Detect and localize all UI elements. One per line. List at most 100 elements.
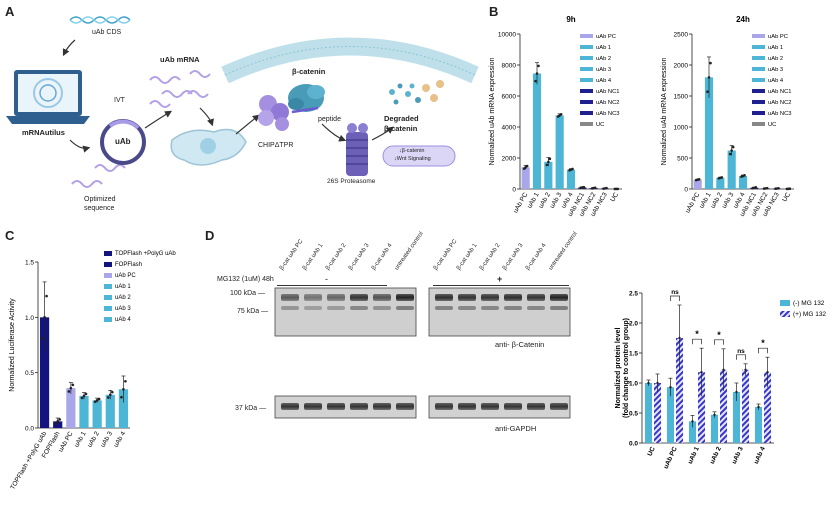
signaling-label-line1: ↓β-catenin: [399, 148, 425, 154]
bar-uab-3-mg-132: [732, 392, 740, 443]
data-point-uab-pc: [71, 383, 75, 387]
y-tick-label: 0.5: [25, 370, 34, 377]
y-tick-label: 1.0: [25, 315, 34, 322]
band-catenin-minus: [327, 294, 345, 301]
data-point-uc: [647, 381, 650, 385]
significance-label-uab-2: *: [717, 330, 721, 340]
data-point-uab-pc: [67, 390, 71, 393]
band-catenin-plus: [435, 294, 453, 301]
data-point-fopflash: [54, 422, 58, 425]
x-tick-label-uab-4: uAb 4: [113, 430, 128, 449]
peptide-label: peptide: [318, 116, 341, 123]
bar-uab-4: [118, 389, 129, 428]
y-axis-label: Normalized protein level(fold change to …: [615, 318, 630, 418]
significance-label-uab-3: ns: [737, 348, 745, 355]
beta-catenin-icon: [288, 84, 325, 112]
legend-swatch-uab-nc3: [580, 111, 593, 115]
significance-bracket-uab-4: [758, 347, 768, 354]
data-point-uc: [656, 381, 659, 385]
data-point-uab-pc: [525, 164, 529, 168]
data-point-topflash-polyg-uab: [43, 316, 46, 319]
data-point-uab-4: [122, 387, 125, 391]
blot-gapdh-plus: [428, 395, 571, 419]
legend-label-uab-2: uAb 2: [768, 56, 783, 62]
y-tick-label: 500: [677, 156, 688, 163]
legend-swatch-mg-132: [780, 311, 790, 317]
signaling-box: [382, 145, 456, 167]
panel-label-c: C: [5, 228, 15, 243]
x-tick-label-uab-2: uAb 2: [709, 446, 723, 466]
band-catenin-minus: [304, 294, 322, 301]
legend-label-fopflash: FOPFlash: [115, 262, 142, 268]
mw-75-marker: 75 kDa —: [237, 308, 269, 315]
bar-uab-4: [738, 175, 748, 189]
bar-uab-1: [79, 395, 89, 428]
laptop-icon: [6, 70, 90, 124]
band-gapdh-plus: [550, 403, 568, 410]
chart-title: 24h: [736, 15, 750, 24]
legend-swatch-uab-pc: [580, 34, 593, 38]
data-point-uab-1: [535, 72, 539, 75]
legend-label-uab-2: uAb 2: [596, 56, 611, 62]
x-tick-label-uc: UC: [781, 191, 792, 203]
data-point-uab-4: [120, 395, 123, 399]
x-tick-label-uab-pc: uAb PC: [663, 446, 679, 471]
data-point-topflash-polyg-uab: [41, 337, 44, 340]
panel-label-a: A: [5, 4, 15, 19]
bar-uab-3: [727, 150, 736, 189]
legend-swatch-uc: [580, 122, 593, 126]
band-catenin-plus: [550, 294, 568, 301]
treatment-minus: -: [325, 274, 328, 284]
data-point-uab-1: [707, 76, 711, 79]
panel-label-d: D: [205, 228, 215, 243]
optimized-label-line2: sequence: [84, 205, 115, 212]
optimized-label-line1: Optimized: [84, 196, 116, 203]
bar-uc-mg-132: [654, 383, 662, 443]
legend-swatch-uab-nc2: [580, 100, 593, 104]
y-tick-label: 1000: [674, 125, 689, 132]
data-point-uab-nc2: [593, 186, 597, 190]
data-point-uab-nc2: [765, 186, 769, 190]
band-catenin-lower-plus: [481, 306, 499, 310]
data-point-uc: [788, 187, 792, 191]
data-point-uab-3: [106, 396, 110, 399]
band-catenin-lower-plus: [550, 306, 568, 310]
legend-swatch-uab-pc: [104, 273, 112, 278]
data-point-uab-pc: [669, 386, 672, 389]
data-point-uab-pc: [678, 336, 681, 340]
data-point-uab-nc1: [582, 185, 586, 189]
cell-membrane-icon: [221, 37, 479, 84]
legend-swatch-fopflash: [104, 262, 112, 267]
significance-bracket-uab-pc: [670, 295, 680, 301]
mw-100-marker: 100 kDa —: [230, 290, 266, 297]
data-point-uab-1: [537, 64, 540, 68]
legend-swatch-uab-2: [104, 295, 112, 300]
band-gapdh-plus: [481, 403, 499, 410]
y-tick-label: 2500: [674, 32, 689, 39]
plasmid-icon: [100, 119, 146, 165]
legend-swatch-uab-1: [752, 45, 765, 49]
legend-swatch-uab-nc3: [752, 111, 765, 115]
legend-swatch-uab-1: [580, 45, 593, 49]
ivt-label: IVT: [114, 97, 125, 104]
data-point-uab-1: [84, 392, 88, 396]
bar-topflash-polyg-uab: [39, 317, 50, 428]
legend-label-mg-132: (+) MG 132: [793, 311, 826, 318]
band-gapdh-minus: [281, 403, 299, 410]
legend-label-uab-1: uAb 1: [596, 45, 611, 51]
data-point-uab-2: [720, 176, 724, 179]
x-tick-label-uc: UC: [646, 446, 656, 458]
band-catenin-minus: [350, 294, 368, 301]
bar-uab-1: [704, 77, 714, 189]
legend-label-uab-pc: uAb PC: [115, 273, 136, 279]
band-catenin-lower-minus: [281, 306, 299, 310]
y-axis-label: Normalized uAb mRNA expression: [489, 58, 496, 166]
data-point-uab-3: [728, 152, 732, 156]
legend-label-uab-nc1: uAb NC1: [596, 89, 620, 95]
legend-label-uc: UC: [768, 122, 776, 128]
y-axis-label-line: (fold change to control group): [623, 318, 630, 418]
y-tick-label: 0.0: [629, 441, 638, 448]
data-point-uab-1: [534, 79, 537, 83]
legend-label-uab-1: uAb 1: [115, 284, 131, 290]
